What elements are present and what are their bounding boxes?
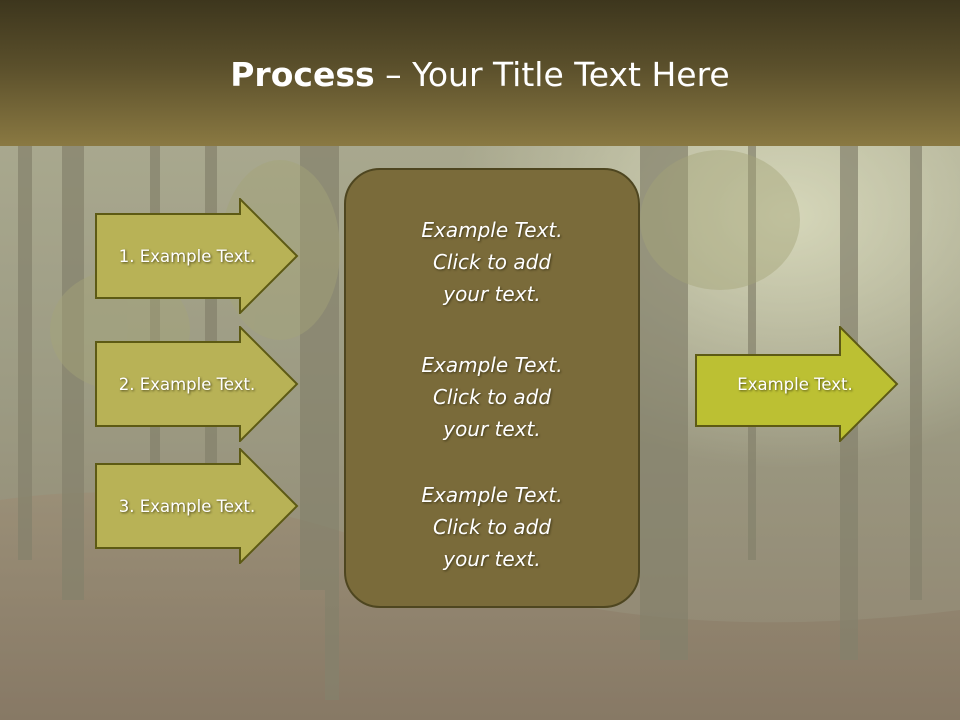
step-2-label: 2. Example Text.: [118, 374, 256, 394]
center-block-3-line-2: Click to add: [432, 515, 552, 539]
right-arrow-shape-icon: [95, 326, 299, 442]
title-rest: – Your Title Text Here: [374, 55, 730, 94]
center-block-1-line-2: Click to add: [432, 250, 552, 274]
center-block-3-line-1: Example Text.: [421, 483, 563, 507]
center-block-1-line-1: Example Text.: [421, 218, 563, 242]
center-block-1: Example Text. Click to add your text.: [346, 214, 638, 310]
result-label: Example Text.: [737, 374, 853, 394]
right-arrow-shape-icon: [695, 326, 899, 442]
step-arrow-2[interactable]: 2. Example Text.: [95, 326, 299, 442]
center-block-2-line-2: Click to add: [432, 385, 552, 409]
title-bar: Process – Your Title Text Here: [0, 0, 960, 146]
step-3-label: 3. Example Text.: [118, 496, 256, 516]
center-block-3: Example Text. Click to add your text.: [346, 479, 638, 575]
center-block-2-line-1: Example Text.: [421, 353, 563, 377]
result-arrow[interactable]: Example Text.: [695, 326, 899, 442]
center-block-1-line-3: your text.: [443, 282, 541, 306]
center-text-box[interactable]: Example Text. Click to add your text. Ex…: [344, 168, 640, 608]
slide-title[interactable]: Process – Your Title Text Here: [0, 52, 960, 98]
center-block-2-line-3: your text.: [443, 417, 541, 441]
title-bold: Process: [230, 55, 375, 94]
center-block-3-line-3: your text.: [443, 547, 541, 571]
center-block-2: Example Text. Click to add your text.: [346, 349, 638, 445]
step-arrow-3[interactable]: 3. Example Text.: [95, 448, 299, 564]
right-arrow-shape-icon: [95, 448, 299, 564]
step-1-label: 1. Example Text.: [118, 246, 256, 266]
step-arrow-1[interactable]: 1. Example Text.: [95, 198, 299, 314]
right-arrow-shape-icon: [95, 198, 299, 314]
